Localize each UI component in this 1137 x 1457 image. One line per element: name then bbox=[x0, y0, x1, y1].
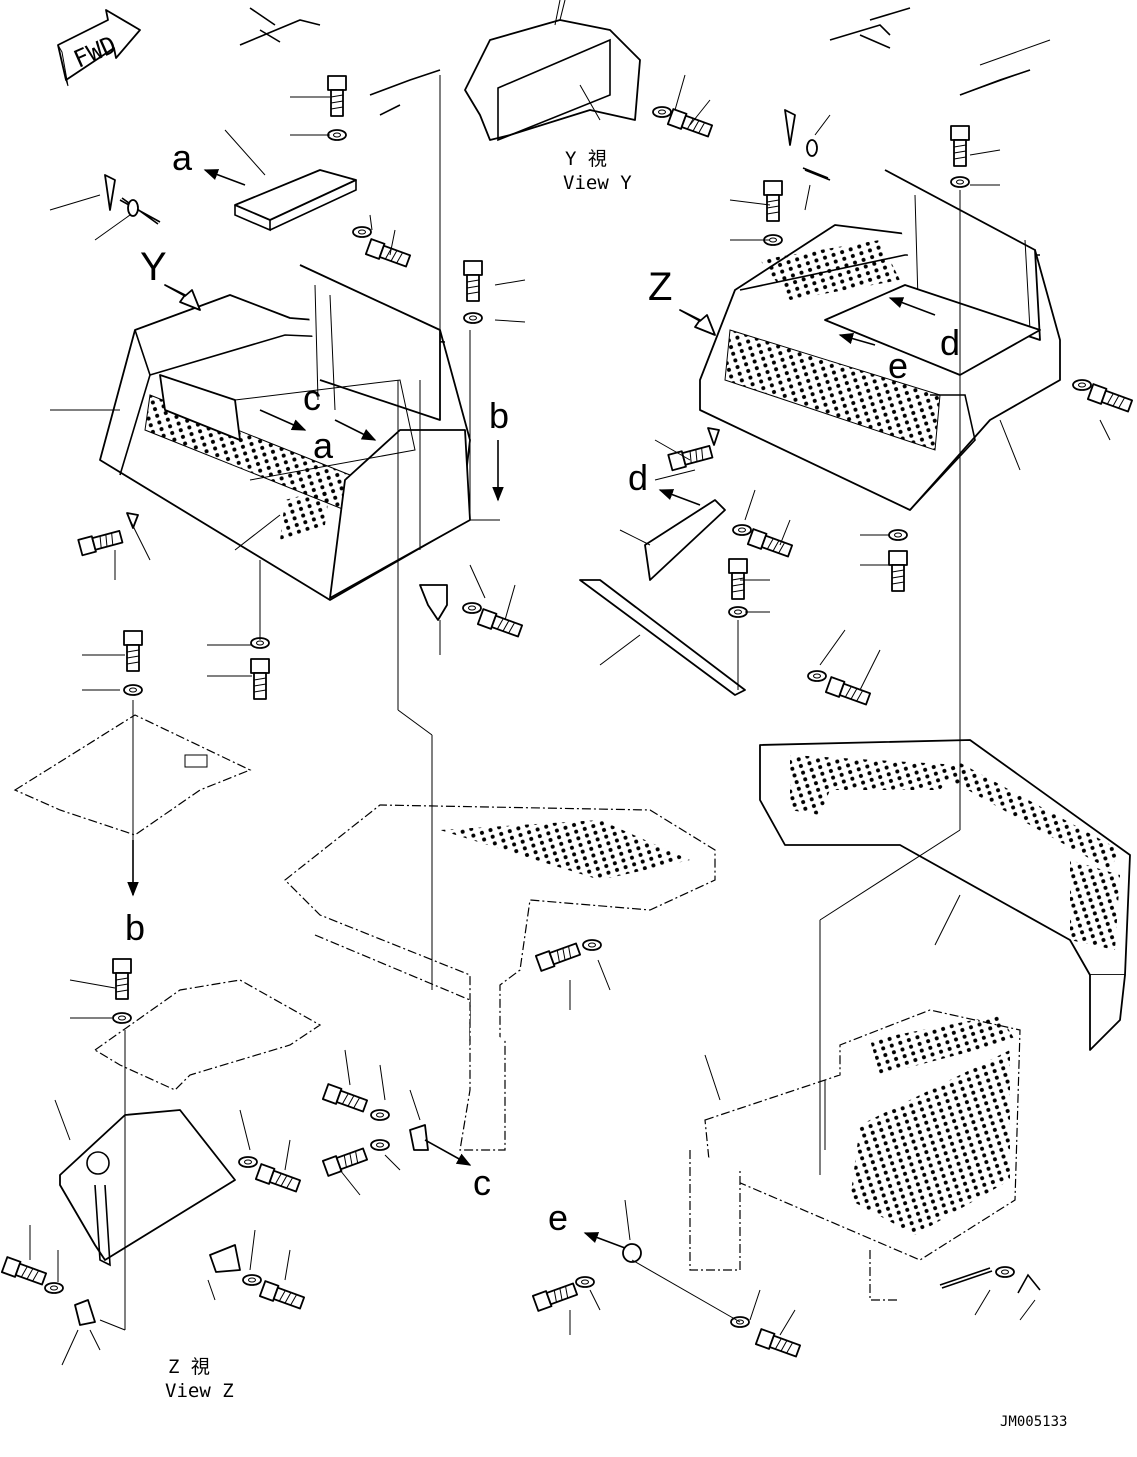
callout-a: a bbox=[172, 137, 193, 178]
callout-b: b bbox=[125, 907, 145, 948]
washer-icon bbox=[732, 524, 752, 536]
bolt-icon bbox=[1086, 383, 1134, 415]
leader-lines bbox=[29, 0, 1111, 1366]
bolt-icon bbox=[754, 1328, 802, 1360]
view-y-en: View Y bbox=[563, 172, 632, 194]
view-y-detail bbox=[464, 0, 641, 142]
callout-y: Y bbox=[140, 245, 167, 289]
callout-e: e bbox=[888, 345, 908, 386]
washer-icon bbox=[112, 1012, 132, 1024]
washer-icon bbox=[44, 1282, 64, 1294]
view-y-jp: Y 視 bbox=[565, 148, 607, 170]
right-bracket-assembly bbox=[579, 499, 746, 696]
bolt-icon bbox=[112, 958, 132, 1000]
view-z-en: View Z bbox=[165, 1380, 234, 1402]
callout-d: d bbox=[628, 457, 648, 498]
bolt-icon bbox=[0, 1256, 48, 1288]
callout-d: d bbox=[940, 322, 960, 363]
callout-e: e bbox=[548, 1197, 568, 1238]
washer-icon bbox=[995, 1266, 1015, 1278]
forward-arrow-icon: FWD bbox=[57, 9, 141, 87]
bolt-icon bbox=[254, 1163, 302, 1195]
callout-z: Z bbox=[648, 265, 672, 309]
bolt-icon bbox=[728, 558, 748, 600]
right-cover-assembly bbox=[699, 169, 1061, 511]
bolt-icon bbox=[666, 108, 714, 140]
bolt-icon bbox=[888, 550, 908, 592]
central-floor-frame bbox=[284, 804, 716, 1151]
washer-icon bbox=[238, 1156, 258, 1168]
clip-hardware-top-left bbox=[239, 7, 441, 340]
bolt-icon bbox=[258, 1280, 306, 1312]
washer-icon bbox=[123, 684, 143, 696]
bolt-icon bbox=[763, 180, 783, 222]
callout-a: a bbox=[313, 425, 334, 466]
bolt-icon bbox=[250, 658, 270, 700]
bolt-icon bbox=[746, 528, 794, 560]
callout-b: b bbox=[489, 395, 509, 436]
bolt-icon bbox=[531, 1280, 579, 1312]
bolt-icon bbox=[476, 608, 524, 640]
washer-icon bbox=[1072, 379, 1092, 391]
washer-icon bbox=[888, 529, 908, 541]
bolt-icon bbox=[123, 630, 143, 672]
small-clips bbox=[74, 7, 1041, 1326]
left-cover-assembly bbox=[99, 264, 471, 601]
bolt-icon bbox=[364, 238, 412, 270]
washer-icon bbox=[327, 129, 347, 141]
bolt-icon bbox=[77, 528, 124, 557]
washer-icon bbox=[582, 939, 602, 951]
view-z-jp: Z 視 bbox=[168, 1356, 210, 1378]
callout-c: c bbox=[473, 1162, 491, 1203]
washer-icon bbox=[352, 226, 372, 238]
callout-c: c bbox=[303, 377, 321, 418]
washer-icon bbox=[462, 602, 482, 614]
washer-icon bbox=[807, 670, 827, 682]
washer-icon bbox=[728, 606, 748, 618]
bolt-icon bbox=[463, 260, 483, 302]
bolt-icon bbox=[667, 443, 714, 472]
right-large-cover bbox=[759, 739, 1131, 1051]
bolt-icon bbox=[950, 125, 970, 167]
bolt-icon bbox=[321, 1083, 369, 1115]
left-lower-floor-plate bbox=[93, 979, 322, 1091]
drawing-id: JM005133 bbox=[1000, 1414, 1067, 1430]
bolt-icon bbox=[327, 75, 347, 117]
washer-icon bbox=[370, 1109, 390, 1121]
right-lower-assembly bbox=[689, 1009, 1021, 1301]
washer-icon bbox=[950, 176, 970, 188]
bolt-icon bbox=[321, 1145, 369, 1177]
reference-arrows bbox=[127, 169, 936, 1249]
washer-icon bbox=[242, 1274, 262, 1286]
view-z-bracket bbox=[59, 1109, 236, 1267]
bolt-icon bbox=[534, 940, 582, 972]
washer-icon bbox=[370, 1139, 390, 1151]
top-plate-left bbox=[234, 169, 357, 232]
washer-icon bbox=[575, 1276, 595, 1288]
washer-icon bbox=[652, 106, 672, 118]
washer-icon bbox=[463, 312, 483, 324]
